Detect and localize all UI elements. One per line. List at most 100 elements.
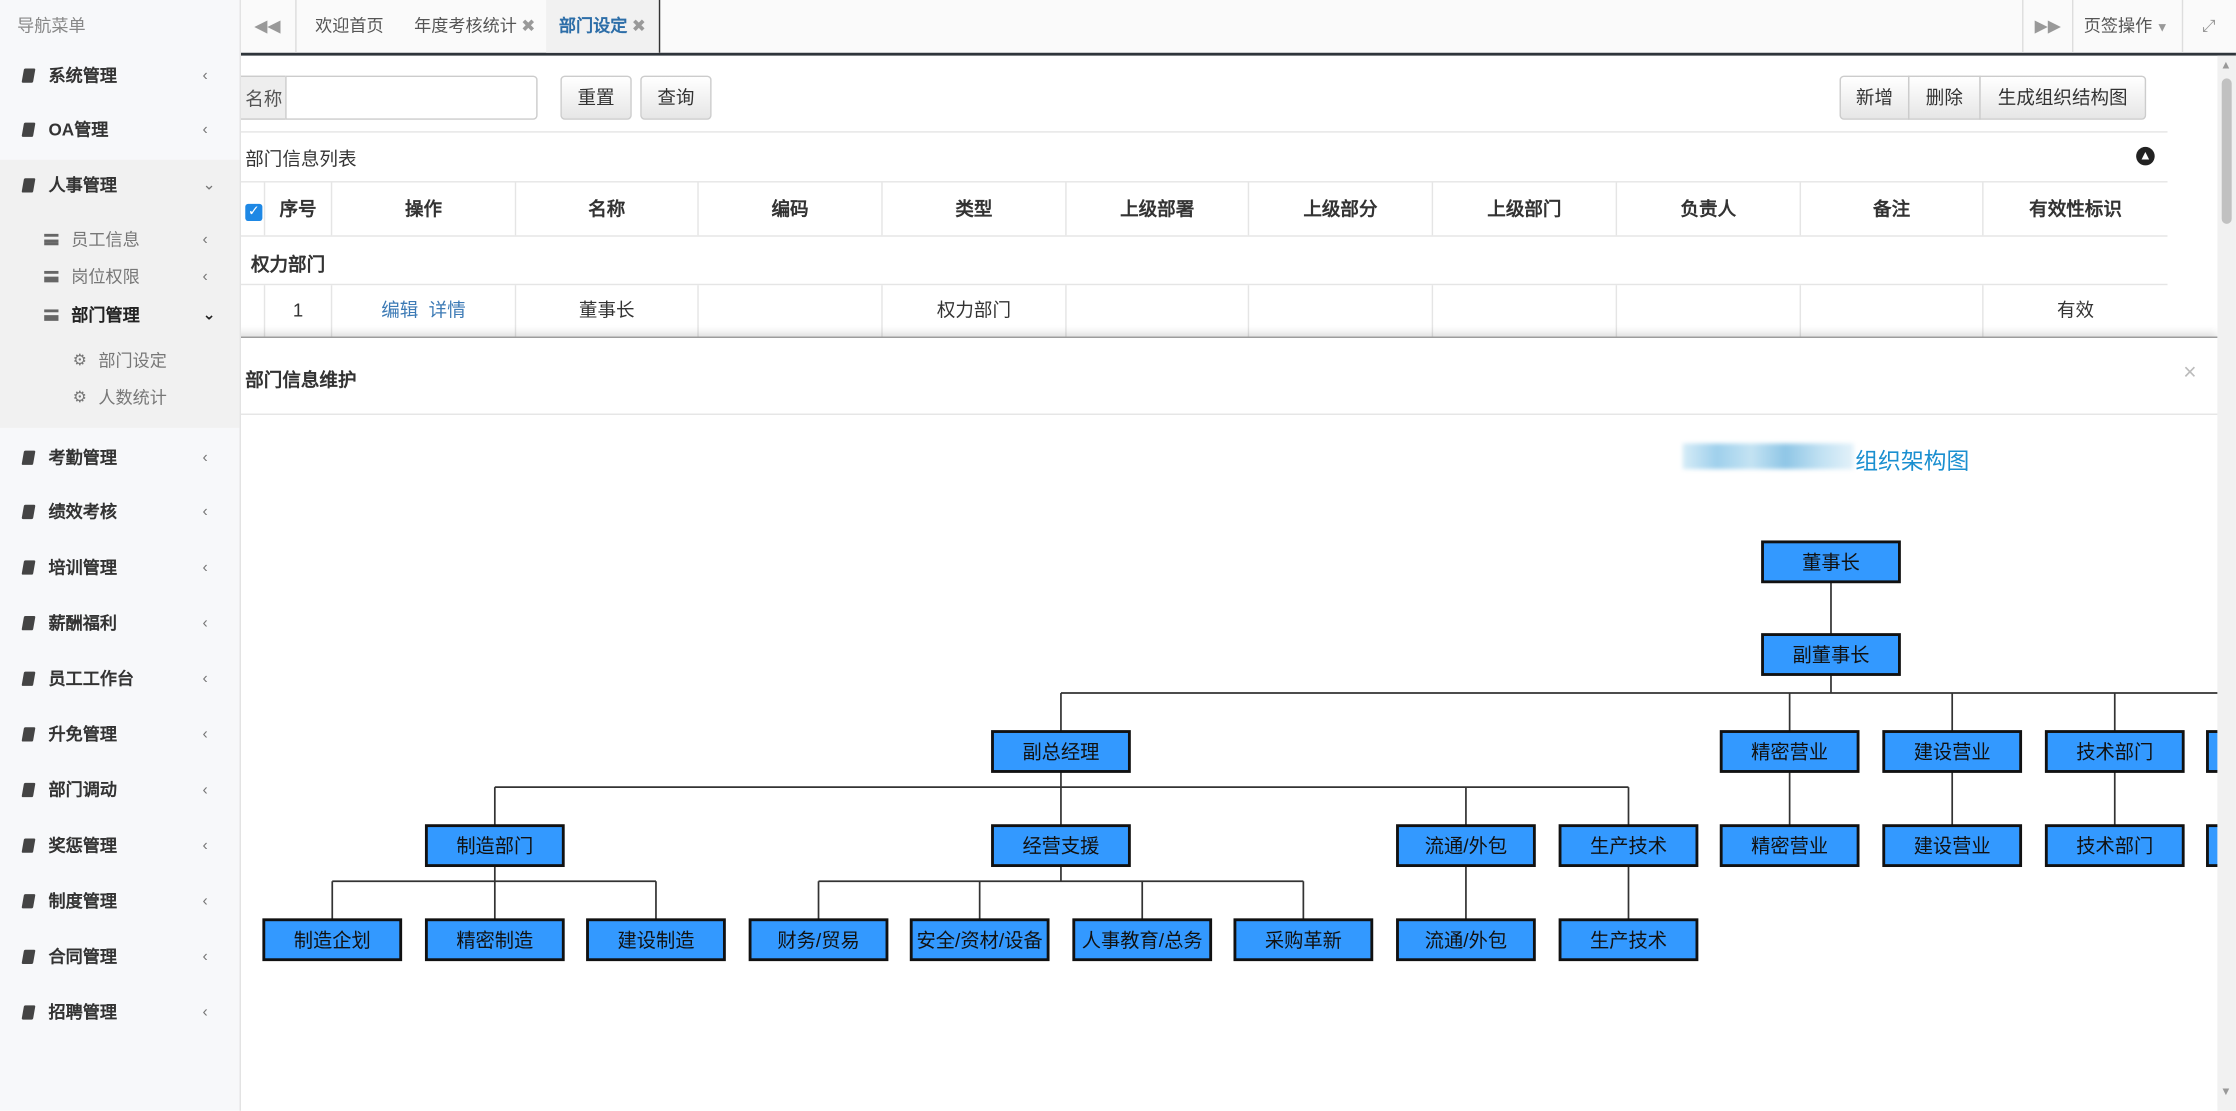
name-search-input[interactable]	[285, 75, 538, 120]
sidebar-item[interactable]: 培训管理‹	[0, 540, 240, 594]
tab-annual-review[interactable]: 年度考核统计✖	[404, 0, 547, 53]
generate-org-chart-button[interactable]: 生成组织结构图	[1979, 75, 2147, 120]
sidebar-subitem-label: 岗位权限	[71, 266, 140, 287]
org-node: 精密营业	[1719, 730, 1860, 773]
sidebar-item[interactable]: 奖惩管理‹	[0, 819, 240, 873]
gears-icon: ⚙	[72, 389, 87, 407]
chevron-left-icon: ‹	[202, 725, 208, 743]
divider	[213, 413, 2218, 415]
column-header[interactable]: 有效性标识	[1982, 182, 2167, 236]
book-icon	[21, 949, 36, 964]
sidebar-item-label: 制度管理	[48, 891, 117, 912]
tab-operations-dropdown[interactable]: 页签操作 ▼	[2071, 0, 2184, 53]
org-node-box	[1882, 730, 2023, 773]
column-header[interactable]: 操作	[330, 182, 515, 236]
tab-welcome[interactable]: 欢迎首页	[295, 0, 403, 53]
sidebar-item[interactable]: 薪酬福利‹	[0, 596, 240, 650]
book-icon	[21, 782, 36, 798]
org-node-label: 采购革新	[1265, 930, 1342, 952]
chevron-left-icon: ‹	[202, 67, 208, 85]
org-node-box	[1719, 730, 1860, 773]
sidebar-item[interactable]: 部门调动‹	[0, 763, 240, 817]
list-title: 部门信息列表	[245, 148, 357, 170]
column-header[interactable]: 上级部门	[1431, 182, 1616, 236]
row-name: 董事长	[514, 285, 698, 337]
org-node: 生产技术	[1558, 824, 1699, 868]
detail-link[interactable]: 详情	[428, 299, 466, 321]
sidebar-subitem[interactable]: 部门管理⌄	[0, 297, 240, 334]
sidebar-item[interactable]: 系统管理‹	[0, 48, 240, 102]
org-node: 副董事长	[1761, 633, 1901, 676]
column-header[interactable]: 上级部署	[1065, 182, 1248, 236]
sidebar-item[interactable]: 考勤管理‹	[0, 431, 240, 485]
org-node-box	[262, 918, 403, 962]
column-header[interactable]: 序号	[263, 182, 331, 236]
scroll-tabs-right-button[interactable]: ▶▶	[2022, 0, 2074, 53]
fullscreen-button[interactable]: ⤢	[2182, 0, 2236, 53]
sidebar-subitem[interactable]: 员工信息‹	[0, 221, 240, 258]
org-node-box	[1396, 824, 1536, 868]
org-node: 生产技术	[1558, 918, 1699, 962]
collapse-up-icon[interactable]: ▲	[2136, 146, 2155, 166]
column-header[interactable]: 负责人	[1615, 182, 1800, 236]
divider	[213, 283, 2168, 286]
scroll-up-arrow-icon[interactable]: ▲	[2220, 58, 2232, 72]
add-button[interactable]: 新增	[1839, 75, 1910, 120]
sidebar-title: 导航菜单	[17, 15, 86, 36]
sidebar-item[interactable]: 绩效考核‹	[0, 485, 240, 539]
sidebar-item[interactable]: 升免管理‹	[0, 707, 240, 761]
sidebar-subsubitem[interactable]: ⚙人数统计	[0, 379, 240, 416]
org-node: 经营支援	[991, 824, 1131, 868]
reset-button[interactable]: 重置	[560, 75, 632, 120]
fullscreen-icon: ⤢	[2202, 15, 2216, 36]
sidebar-subsubitem[interactable]: ⚙部门设定	[0, 342, 240, 379]
org-node: 副总经理	[991, 730, 1131, 773]
scrollbar[interactable]: ▲ ▼	[2217, 55, 2236, 1111]
blurred-company-name	[1682, 443, 1854, 470]
sidebar-item[interactable]: 制度管理‹	[0, 874, 240, 928]
query-button[interactable]: 查询	[640, 75, 712, 120]
modal-close-button[interactable]: ×	[2183, 360, 2197, 386]
sidebar-item[interactable]: 招聘管理‹	[0, 985, 240, 1039]
org-node-box	[1761, 633, 1901, 676]
close-icon[interactable]: ✖	[521, 15, 536, 36]
scrollbar-thumb[interactable]	[2221, 78, 2232, 224]
delete-button[interactable]: 删除	[1907, 75, 1981, 120]
chevron-left-icon: ‹	[202, 948, 208, 966]
sidebar-subitem[interactable]: 岗位权限‹	[0, 258, 240, 295]
book-icon	[21, 122, 36, 137]
org-node-box	[2206, 730, 2218, 773]
tab-operations-label: 页签操作	[2083, 15, 2153, 36]
tab-label: 年度考核统计	[414, 15, 517, 36]
column-header[interactable]: 备注	[1799, 182, 1983, 236]
row-code	[697, 285, 881, 337]
org-node: 安全/资材/设备	[909, 918, 1050, 962]
scroll-tabs-left-button[interactable]: ◀◀	[240, 0, 297, 53]
row-cell	[1065, 285, 1248, 337]
sidebar-item[interactable]: 员工工作台‹	[0, 652, 240, 706]
column-header[interactable]: 名称	[514, 182, 698, 236]
chevron-left-icon: ‹	[202, 503, 208, 521]
org-node: 精密制造	[424, 918, 565, 962]
org-node-label: 建设营业	[1914, 836, 1991, 858]
column-header[interactable]: 上级部分	[1247, 182, 1432, 236]
org-node-box	[991, 730, 1131, 773]
org-node-label: 流通/外包	[1425, 930, 1507, 952]
org-node: 人事教育/总务	[1072, 918, 1213, 962]
org-node-box	[1719, 824, 1860, 868]
close-icon[interactable]: ✖	[631, 15, 647, 36]
scroll-down-arrow-icon[interactable]: ▼	[2220, 1085, 2232, 1099]
chevron-down-icon: ⌄	[202, 306, 216, 324]
edit-link[interactable]: 编辑	[381, 299, 419, 321]
sidebar: 导航菜单 系统管理‹OA管理‹人事管理⌄ 考勤管理‹绩效考核‹培训管理‹薪酬福利‹…	[0, 0, 241, 1111]
select-all-checkbox[interactable]: ✓	[245, 203, 263, 222]
book-icon	[21, 894, 36, 909]
tab-dept-settings[interactable]: 部门设定✖	[546, 0, 661, 53]
org-node-label: 生产技术	[1590, 836, 1667, 858]
column-header[interactable]: 编码	[697, 182, 881, 236]
sidebar-item[interactable]: 人事管理⌄	[0, 158, 240, 212]
sidebar-item[interactable]: 合同管理‹	[0, 930, 240, 984]
sidebar-item[interactable]: OA管理‹	[0, 103, 240, 157]
column-header[interactable]: 类型	[881, 182, 1065, 236]
